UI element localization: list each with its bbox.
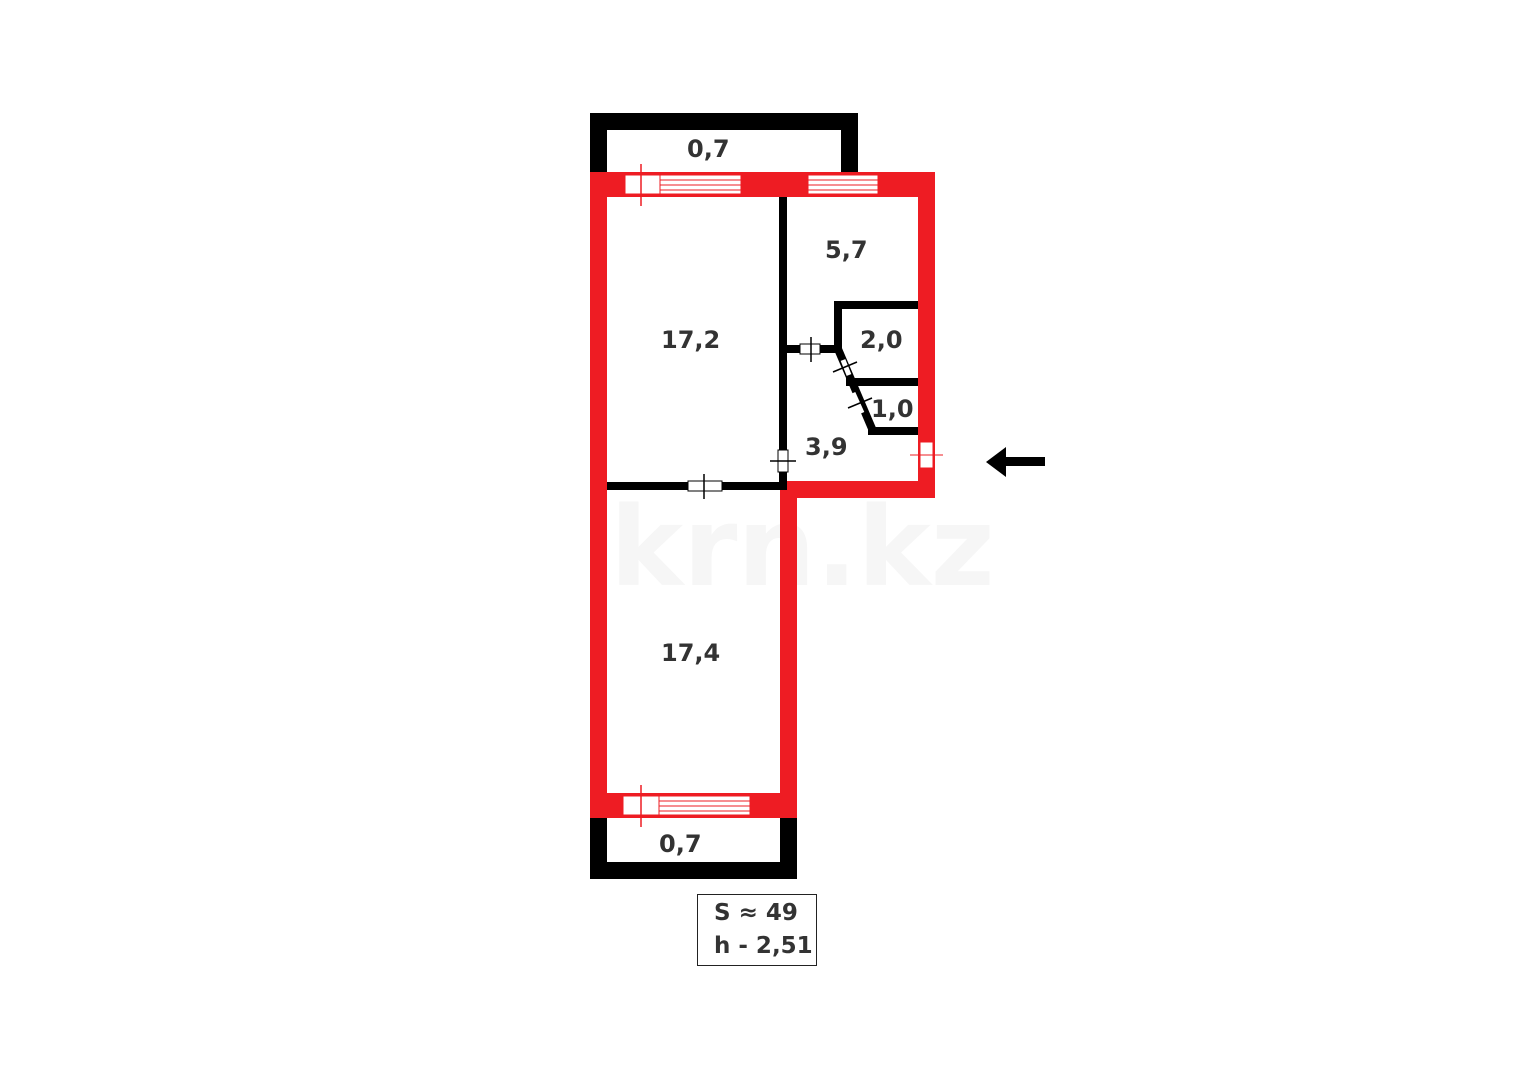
window-top-kitchen	[807, 174, 879, 195]
entrance-door	[910, 441, 943, 469]
balcony-bottom-walls	[590, 815, 797, 879]
total-area: S ≈ 49	[714, 900, 798, 926]
room-area-bathroom: 2,0	[860, 326, 903, 354]
room-area-room-top-left: 17,2	[661, 326, 720, 354]
room-area-balcony-top: 0,7	[687, 135, 730, 163]
balcony-top-walls	[590, 113, 858, 175]
room-area-hallway: 3,9	[805, 433, 848, 461]
room-area-toilet: 1,0	[871, 395, 914, 423]
ceiling-height: h - 2,51	[714, 933, 813, 959]
watermark: krn.kz	[610, 483, 995, 611]
door-bathroom	[832, 359, 858, 376]
door-kitchen	[799, 337, 821, 362]
door-room-top-left	[770, 449, 796, 473]
left-arrow-icon	[986, 447, 1045, 477]
room-area-kitchen: 5,7	[825, 236, 868, 264]
window-top-left	[624, 164, 742, 206]
room-area-room-bottom-left: 17,4	[661, 639, 720, 667]
window-bottom	[622, 785, 751, 827]
door-toilet	[847, 391, 873, 415]
door-room-bottom-left	[687, 474, 723, 499]
area-info-box: S ≈ 49 h - 2,51	[697, 894, 817, 966]
room-area-balcony-bottom: 0,7	[659, 830, 702, 858]
